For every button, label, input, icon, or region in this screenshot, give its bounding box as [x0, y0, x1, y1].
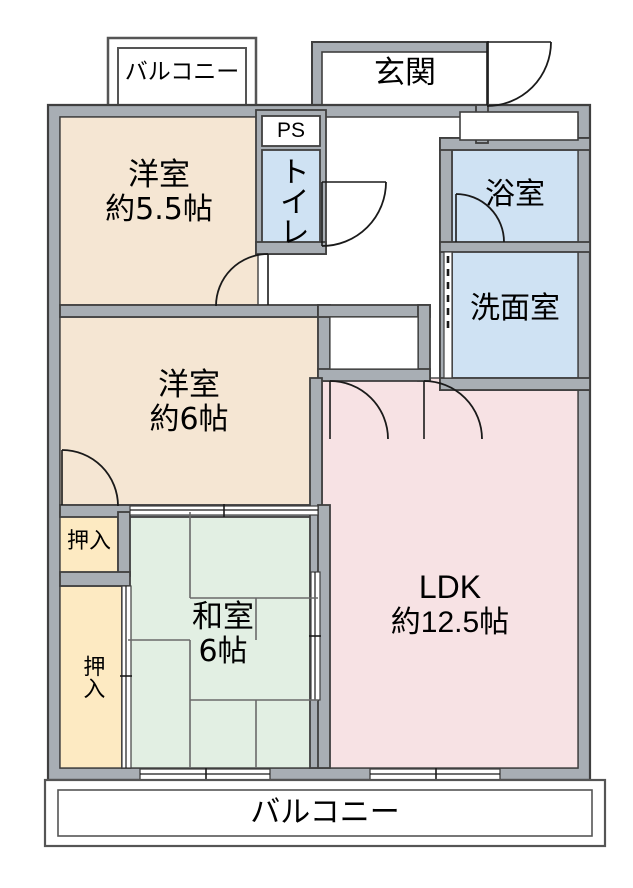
- door-bath: [455, 193, 505, 243]
- room-washroom-fill: [451, 249, 579, 379]
- door-yoshitsu-6: [61, 449, 119, 507]
- door-entrance: [486, 41, 552, 107]
- door-yoshitsu-5p5: [215, 253, 269, 307]
- door-ldk-left: [329, 380, 389, 440]
- interior-walls: [59, 104, 591, 769]
- balcony-top-shape: [106, 36, 258, 110]
- tatami-lines: [128, 512, 318, 768]
- bath-window: [459, 111, 579, 141]
- sliding-door-washitsu-ldk: [309, 571, 321, 701]
- sliding-door-washitsu-top: [129, 504, 319, 517]
- balcony-bottom-shape: [43, 778, 607, 848]
- sliding-door-washroom: [443, 251, 453, 379]
- room-yoshitsu-6-fill: [59, 316, 319, 506]
- sliding-door-closet: [120, 585, 132, 769]
- room-yoshitsu-5p5-fill: [59, 116, 259, 306]
- closet-lower-fill: [59, 585, 123, 769]
- closet-upper-fill: [59, 511, 119, 577]
- door-toilet: [321, 181, 387, 247]
- room-ldk-fill: [321, 377, 579, 769]
- genkan-shape: [311, 41, 489, 109]
- door-ldk-right: [423, 380, 483, 440]
- door-arcs: [61, 41, 552, 507]
